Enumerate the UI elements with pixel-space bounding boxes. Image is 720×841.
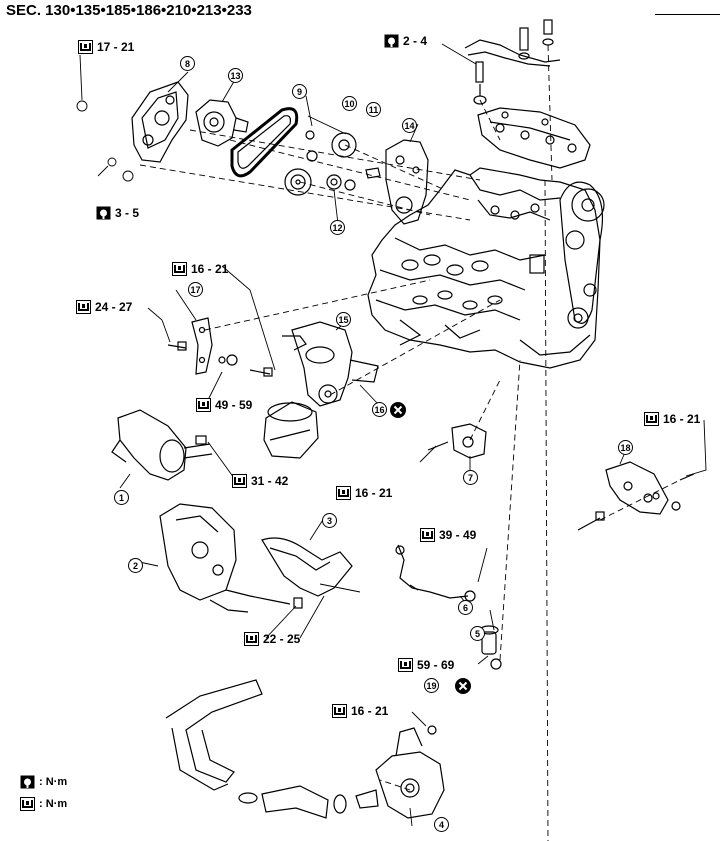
- legend-unit: : N·m: [39, 776, 68, 788]
- part-callout-8: 8: [180, 56, 195, 71]
- fasteners-mid: [218, 354, 273, 377]
- part-callout-1: 1: [114, 490, 129, 505]
- part-callout-16: 16: [372, 402, 387, 417]
- engine-block: [367, 167, 601, 369]
- wrench-torque-icon: [78, 40, 93, 54]
- torque-spec: 39 - 49: [420, 528, 476, 542]
- part-callout-4: 4: [434, 817, 449, 832]
- torque-spec: 16 - 21: [172, 262, 228, 276]
- torque-spec: 16 - 21: [336, 486, 392, 500]
- x-circle-icon: [390, 402, 406, 418]
- part-callout-10: 10: [342, 96, 357, 111]
- wrench-torque-icon: [172, 262, 187, 276]
- part-6-sensor: [395, 544, 476, 602]
- wrench-torque-icon: [76, 300, 91, 314]
- torque-value: 16 - 21: [191, 262, 229, 276]
- torque-value: 59 - 69: [417, 658, 455, 672]
- part-7-thermostat-housing: [427, 423, 487, 459]
- wrench-torque-icon: [398, 658, 413, 672]
- torque-spec: 22 - 25: [244, 632, 300, 646]
- wrench-torque-icon: [420, 528, 435, 542]
- part-callout-9: 9: [292, 84, 307, 99]
- part-1-housing: [111, 409, 213, 481]
- part-callout-2: 2: [128, 558, 143, 573]
- part-callout-5: 5: [470, 626, 485, 641]
- part-18-bracket: [577, 461, 695, 531]
- torque-value: 3 - 5: [115, 206, 140, 220]
- part-callout-19: 19: [424, 678, 439, 693]
- part-callout-7: 7: [463, 470, 478, 485]
- legend-item: : N·m: [20, 797, 67, 811]
- torque-spec: 2 - 4: [384, 34, 427, 48]
- wrench-torque-icon: [196, 398, 211, 412]
- torque-value: 16 - 21: [355, 486, 393, 500]
- wrench-torque-icon: [336, 486, 351, 500]
- section-title: SEC. 130•135•185•186•210•213•233: [6, 2, 252, 19]
- torque-spec: 59 - 69: [398, 658, 454, 672]
- top-bolts: [464, 19, 561, 105]
- part-9-timing-belt: [230, 107, 299, 178]
- torque-value: 39 - 49: [439, 528, 477, 542]
- wrench-torque-icon: [644, 412, 659, 426]
- part-4-water-outlet: [355, 725, 445, 819]
- corner-rule: [655, 14, 720, 15]
- torque-spec: 31 - 42: [232, 474, 288, 488]
- part-17-bracket: [167, 317, 213, 375]
- wrench-torque-icon: [20, 797, 35, 811]
- part-2-manifold: [159, 503, 303, 613]
- wrench-torque-filled-icon: [384, 34, 399, 48]
- part-14-front-cover: [385, 139, 429, 225]
- torque-value: 16 - 21: [351, 704, 389, 718]
- oil-filter: [263, 401, 319, 459]
- torque-spec: 49 - 59: [196, 398, 252, 412]
- wrench-torque-icon: [332, 704, 347, 718]
- part-13-water-pump: [195, 99, 249, 147]
- torque-spec: 17 - 21: [78, 40, 134, 54]
- torque-spec: 16 - 21: [644, 412, 700, 426]
- legend-item: : N·m: [20, 775, 67, 789]
- torque-value: 16 - 21: [663, 412, 701, 426]
- wrench-torque-filled-icon: [20, 775, 35, 789]
- torque-value: 17 - 21: [97, 40, 135, 54]
- torque-spec: 3 - 5: [96, 206, 139, 220]
- part-11-idler: [331, 132, 357, 158]
- part-callout-12: 12: [330, 220, 345, 235]
- part-12-tensioner: [326, 167, 381, 191]
- part-callout-11: 11: [366, 102, 381, 117]
- part-callout-3: 3: [322, 513, 337, 528]
- torque-value: 22 - 25: [263, 632, 301, 646]
- rocker-cover: [477, 107, 591, 169]
- timing-belt-drive: [559, 181, 605, 329]
- legend-unit: : N·m: [39, 798, 68, 810]
- part-15-oil-filter-bracket: [282, 321, 379, 407]
- torque-value: 24 - 27: [95, 300, 133, 314]
- part-callout-15: 15: [336, 312, 351, 327]
- torque-value: 2 - 4: [403, 34, 428, 48]
- legend: : N·m : N·m: [20, 775, 67, 819]
- torque-spec: 24 - 27: [76, 300, 132, 314]
- part-callout-14: 14: [402, 118, 417, 133]
- coolant-hose: [165, 679, 347, 819]
- x-circle-icon: [455, 678, 471, 694]
- part-8-timing-cover: [131, 81, 189, 163]
- torque-value: 49 - 59: [215, 398, 253, 412]
- wrench-torque-icon: [232, 474, 247, 488]
- part-callout-13: 13: [228, 68, 243, 83]
- torque-spec: 16 - 21: [332, 704, 388, 718]
- wrench-torque-icon: [244, 632, 259, 646]
- leader-lines: [139, 44, 681, 841]
- part-callout-6: 6: [458, 600, 473, 615]
- wrench-torque-filled-icon: [96, 206, 111, 220]
- torque-value: 31 - 42: [251, 474, 289, 488]
- label-leaders: [76, 43, 707, 827]
- part-callout-17: 17: [188, 282, 203, 297]
- part-callout-18: 18: [618, 440, 633, 455]
- part-3-harness: [261, 537, 353, 597]
